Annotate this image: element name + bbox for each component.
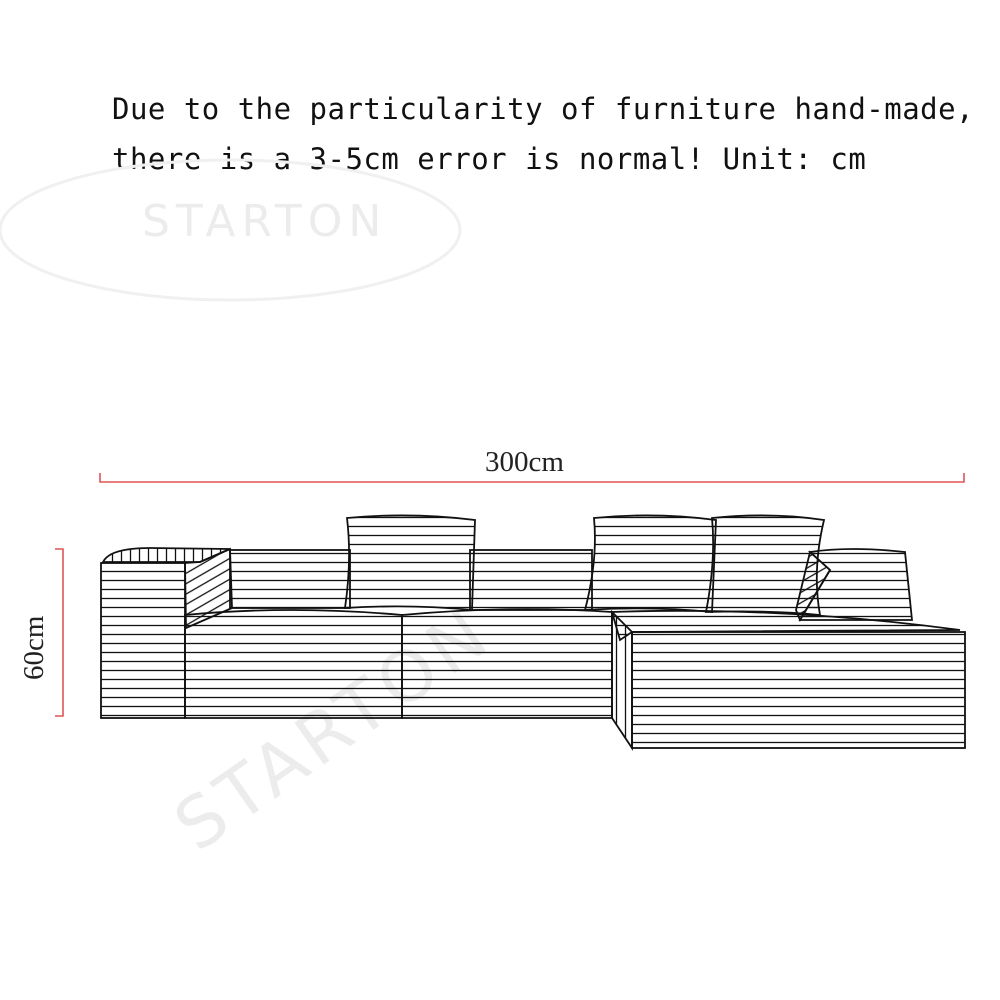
height-label: 60cm — [18, 615, 50, 680]
watermark-swoosh — [0, 158, 462, 302]
pillow-1 — [343, 514, 476, 611]
height-dimension-line — [55, 548, 64, 717]
width-label: 300cm — [485, 446, 564, 478]
watermark-logo: STARTON — [142, 196, 388, 247]
back-cushion-middle — [469, 549, 593, 611]
back-cushion-left — [229, 549, 351, 609]
note-line-1: Due to the particularity of furniture ha… — [112, 92, 975, 126]
pillow-3 — [704, 514, 826, 617]
seat-middle — [401, 608, 613, 719]
chaise-top — [610, 609, 961, 642]
seat-left — [184, 609, 403, 719]
pillow-2 — [583, 514, 717, 613]
left-arm-front — [100, 562, 186, 719]
chaise-front — [631, 631, 966, 749]
chaise-side — [611, 609, 633, 751]
width-dimension-line — [99, 473, 965, 483]
left-arm-top — [101, 547, 231, 563]
